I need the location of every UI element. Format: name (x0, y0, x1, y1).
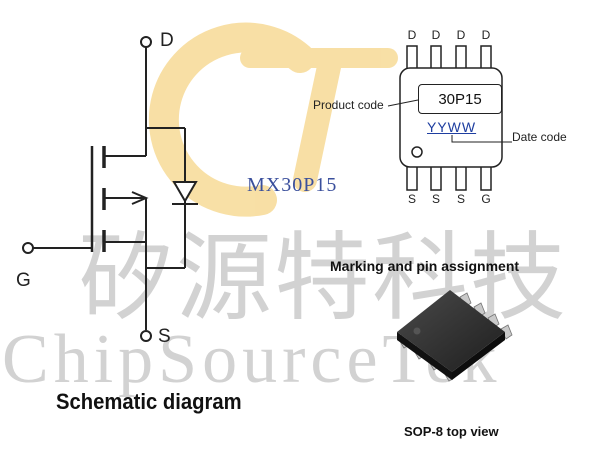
date-code: YYWW (427, 119, 477, 135)
product-code-label: Product code (313, 98, 384, 112)
chip-body-top (397, 290, 505, 372)
marking-title: Marking and pin assignment (330, 258, 520, 274)
drain-label: D (160, 30, 174, 51)
source-label: S (158, 326, 171, 347)
product-code-leader (387, 99, 419, 107)
pin1-marker (411, 146, 423, 158)
chip-body-side (397, 332, 452, 380)
logo-c-arc (148, 22, 315, 217)
top-pin-label-4: D (481, 28, 491, 42)
bottom-pin-label-4: G (481, 192, 491, 206)
bottom-pin-label-1: S (407, 192, 416, 206)
model-number: MX30P15 (247, 174, 338, 196)
body-diode (172, 181, 198, 203)
source-terminal (140, 330, 152, 342)
bottom-pin-label-2: S (431, 192, 440, 206)
top-pin-label-1: D (407, 28, 417, 42)
logo-t-stem (293, 50, 342, 192)
chip-body-front (452, 332, 505, 380)
top-pin-label-2: D (431, 28, 441, 42)
date-code-label: Date code (512, 130, 567, 144)
schematic-title: Schematic diagram (56, 389, 242, 414)
bottom-pin-label-3: S (456, 192, 465, 206)
date-code-leader (451, 135, 512, 143)
chip-pin1-dot (413, 327, 421, 335)
sop8-title: SOP-8 top view (404, 424, 499, 439)
top-pin-label-3: D (456, 28, 466, 42)
gate-label: G (16, 270, 31, 291)
product-code-box: 30P15 (418, 84, 502, 114)
watermark-cjk: 矽源特科技 (78, 222, 568, 334)
